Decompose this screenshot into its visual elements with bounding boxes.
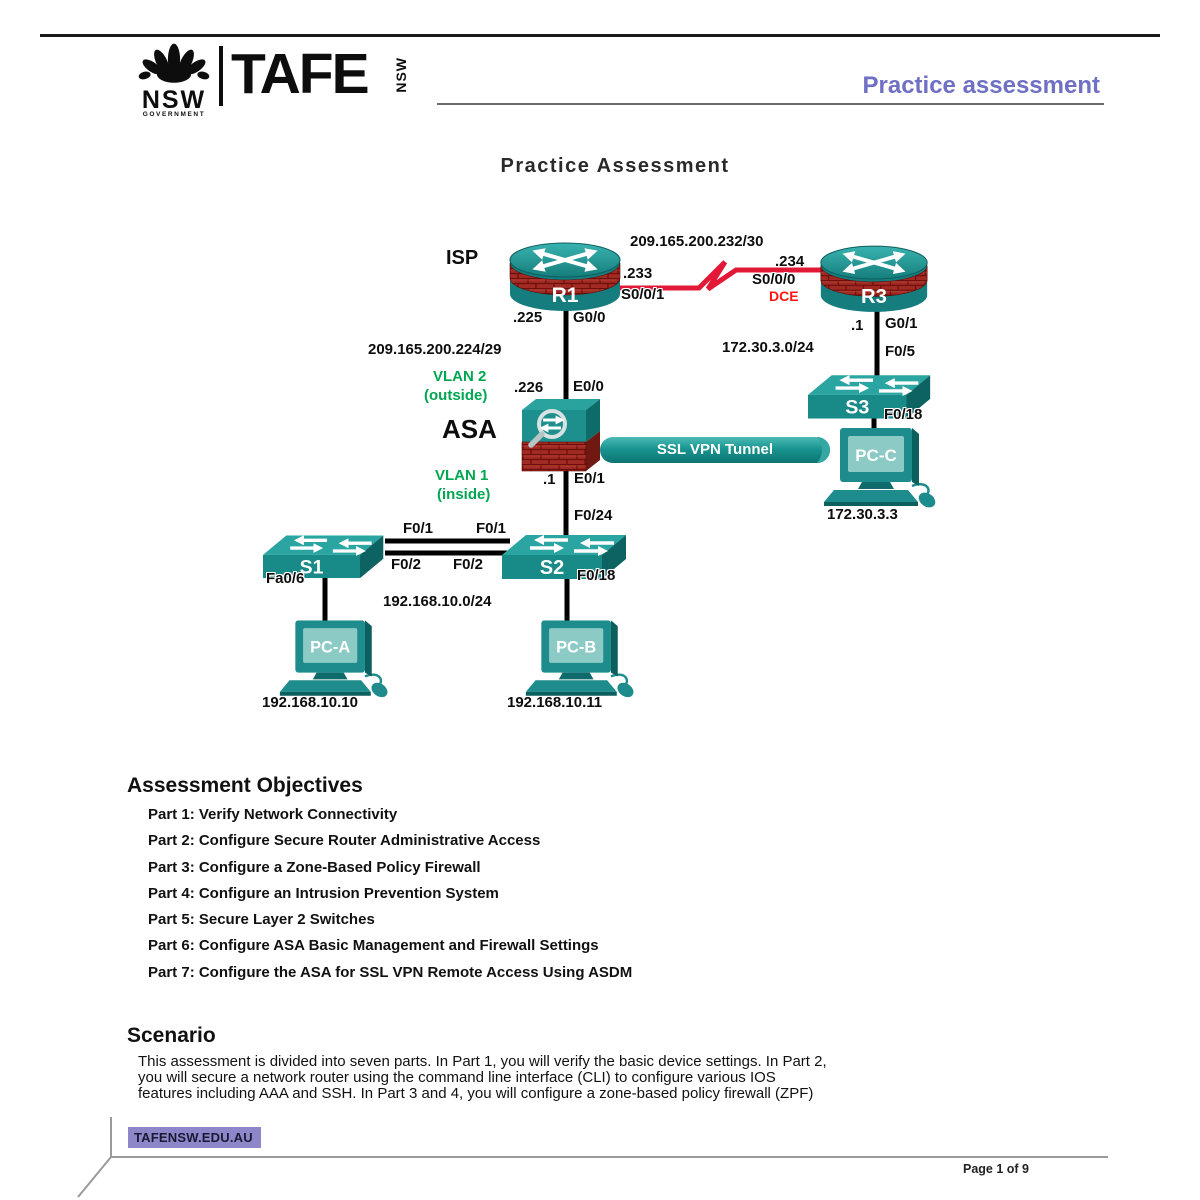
page-top-rule [40,34,1160,37]
objectives-list: Part 1: Verify Network Connectivity Part… [148,802,632,986]
label-vlan1-zone: (inside) [437,486,491,503]
label-r3-serial-if: S0/0/0 [752,271,796,288]
scenario-paragraph: This assessment is divided into seven pa… [138,1054,1098,1101]
tafe-logo-text: TAFE [231,42,370,106]
objective-item: Part 4: Configure an Intrusion Preventio… [148,884,499,902]
label-outside-subnet: 209.165.200.224/29 [368,341,502,358]
objective-item: Part 6: Configure ASA Basic Management a… [148,937,599,955]
label-r1-serial-if: S0/0/1 [621,286,665,303]
label-trunk2-s2-if: F0/2 [453,556,484,573]
waratah-flower-icon [138,43,210,83]
pc-c-icon: PC-C [820,428,942,510]
serial-link-r1-r3 [618,260,822,292]
label-r3-lan-if: G0/1 [885,315,918,332]
scenario-line: This assessment is divided into seven pa… [138,1053,827,1070]
pc-b-label: PC-B [556,638,596,656]
label-trunk1-s2-if: F0/1 [476,520,507,537]
switch-s1-label: S1 [300,556,324,578]
label-r1-lan-if: G0/0 [573,309,606,326]
label-r1-lan-ip: .225 [513,309,543,326]
label-r1-serial-ip: .233 [623,265,653,282]
footer-corner-diagonal [77,1156,112,1198]
label-pc-a-ip: 192.168.10.10 [262,694,358,711]
label-r3-lan-ip: .1 [851,317,864,334]
label-asa-inside-if: E0/1 [574,470,605,487]
footer-site-badge: TAFENSW.EDU.AU [128,1127,261,1148]
router-r3-icon: R3 [816,241,932,319]
footer-page-number: Page 1 of 9 [963,1162,1029,1176]
asa-firewall-icon [518,394,602,476]
objectives-heading: Assessment Objectives [127,774,363,797]
pc-a-icon: PC-A [276,620,394,700]
label-s2-pc-if: F0/18 [577,567,616,584]
label-pc-c-ip: 172.30.3.3 [827,506,898,523]
label-serial-subnet: 209.165.200.232/30 [630,233,764,250]
label-asa-inside-ip: .1 [543,471,556,488]
label-asa-outside-ip: .226 [514,379,544,396]
label-isp: ISP [446,247,479,269]
label-s1-pc-if: Fa0/6 [266,570,305,587]
label-vlan2: VLAN 2 [433,368,487,385]
router-r1-label: R1 [552,284,579,307]
header-rule [437,103,1104,105]
footer-horizontal-rule [110,1156,1108,1158]
document-title: Practice Assessment [500,155,730,177]
switch-s3-label: S3 [845,397,869,419]
pc-a-label: PC-A [310,638,350,656]
scenario-heading: Scenario [127,1024,216,1047]
logo-divider [219,46,223,106]
objective-item: Part 2: Configure Secure Router Administ… [148,832,541,850]
topology-links [322,260,880,634]
pc-c-label: PC-C [855,446,897,465]
objective-item: Part 1: Verify Network Connectivity [148,806,398,823]
footer-vertical-rule [110,1117,112,1157]
objective-item: Part 7: Configure the ASA for SSL VPN Re… [148,963,633,981]
label-s3-pc-if: F0/18 [884,406,923,423]
label-asa-outside-if: E0/0 [573,378,604,395]
label-inside-subnet: 192.168.10.0/24 [383,593,492,610]
switch-s3-icon: S3 [808,360,940,420]
pc-b-icon: PC-B [522,620,640,700]
switch-s2-icon: S2 [500,521,638,579]
objective-item: Part 3: Configure a Zone-Based Policy Fi… [148,858,481,876]
nsw-government-logo: NSW GOVERNMENT [128,40,220,118]
label-pc-b-ip: 192.168.10.11 [507,694,603,711]
router-r3-label: R3 [861,286,887,308]
label-asa: ASA [442,414,497,444]
header-title: Practice assessment [862,72,1101,99]
ssl-vpn-tunnel-pill: SSL VPN Tunnel [600,437,830,463]
logo-government-text: GOVERNMENT [142,111,206,118]
switch-s1-icon: S1 [263,521,393,579]
scenario-line: features including AAA and SSH. In Part … [138,1084,814,1102]
label-trunk2-s1-if: F0/2 [391,556,422,573]
label-r3-serial-ip: .234 [775,253,805,270]
logo-nsw-text: NSW [141,86,207,114]
label-r3-subnet: 172.30.3.0/24 [722,339,814,356]
label-s3-uplink-if: F0/5 [885,343,916,360]
label-vlan1: VLAN 1 [435,467,489,484]
switch-s2-label: S2 [540,557,564,579]
label-vlan2-zone: (outside) [424,387,488,404]
scenario-line: you will secure a network router using t… [138,1068,776,1086]
label-trunk1-s1-if: F0/1 [403,520,434,537]
router-r1-icon: R1 [505,238,625,318]
label-dce: DCE [769,288,799,304]
objective-item: Part 5: Secure Layer 2 Switches [148,911,375,929]
label-s2-uplink-if: F0/24 [574,507,613,524]
